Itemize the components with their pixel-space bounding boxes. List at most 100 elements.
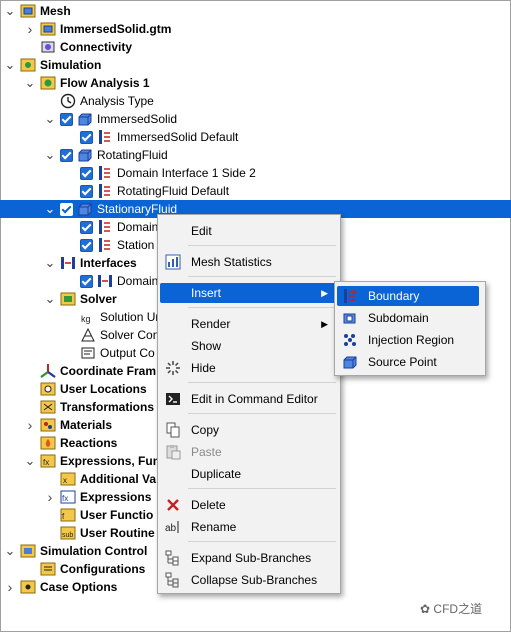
menu-item-edit-in-command-editor[interactable]: Edit in Command Editor — [160, 389, 338, 409]
collapse-arrow-icon[interactable]: ⌄ — [4, 3, 16, 18]
tree-item[interactable]: ⌄StationaryFluid — [0, 200, 511, 218]
visibility-checkbox[interactable] — [60, 149, 73, 162]
tree-item[interactable]: Analysis Type — [0, 92, 511, 110]
tree-item[interactable]: Coordinate Fram — [0, 362, 511, 380]
tree-item[interactable]: ⌄ ImmersedSolid — [0, 110, 511, 128]
visibility-checkbox[interactable] — [80, 221, 93, 234]
tree-item[interactable]: ⌄Mesh — [0, 2, 511, 20]
user-locations-icon — [40, 381, 56, 397]
collapse-arrow-icon[interactable]: ⌄ — [44, 147, 56, 162]
tree-item[interactable]: Domain Interface 1 Side 2 — [0, 164, 511, 182]
rename-icon: ab — [165, 519, 181, 535]
menu-item-edit[interactable]: Edit — [191, 224, 212, 238]
svg-text:x: x — [63, 476, 67, 485]
menu-item-show[interactable]: Show — [191, 339, 222, 353]
svg-text:kg: kg — [81, 314, 91, 324]
visibility-checkbox[interactable] — [60, 203, 73, 216]
submenu-item-subdomain[interactable]: Subdomain — [337, 308, 479, 328]
visibility-checkbox[interactable] — [80, 185, 93, 198]
menu-item-delete[interactable]: Delete — [160, 495, 338, 515]
solver-control-icon — [80, 327, 96, 343]
menu-separator — [188, 488, 336, 489]
insert-submenu: Boundary Subdomain Injection Region Sour… — [334, 281, 486, 376]
tree-item-label: Flow Analysis 1 — [60, 76, 150, 90]
visibility-checkbox[interactable] — [80, 239, 93, 252]
menu-item-hide[interactable]: Hide — [160, 358, 338, 378]
visibility-checkbox[interactable] — [80, 167, 93, 180]
tree-item[interactable]: ⌄Solver — [0, 290, 511, 308]
configurations-icon — [40, 561, 56, 577]
tree-item-label: Simulation Control — [40, 544, 148, 558]
collapse-arrow-icon[interactable]: ⌄ — [4, 543, 16, 558]
boundary-icon — [97, 219, 113, 235]
expand-arrow-icon[interactable]: › — [47, 489, 53, 505]
tree-item[interactable]: ⌄ Flow Analysis 1 — [0, 74, 511, 92]
tree-item[interactable]: ⌄ Simulation Control — [0, 542, 511, 560]
delete-icon — [165, 497, 181, 513]
collapse-arrow-icon[interactable]: ⌄ — [24, 453, 36, 468]
submenu-item-injection-region[interactable]: Injection Region — [337, 330, 479, 350]
collapse-arrow-icon[interactable]: ⌄ — [44, 111, 56, 126]
tree-item[interactable]: ⌄ RotatingFluid — [0, 146, 511, 164]
tree-item[interactable]: ImmersedSolid Default — [0, 128, 511, 146]
menu-item-render[interactable]: Render ▶ — [160, 314, 338, 334]
collapse-arrow-icon[interactable]: ⌄ — [24, 75, 36, 90]
visibility-checkbox[interactable] — [60, 113, 73, 126]
tree-item[interactable]: › ImmersedSolid.gtm — [0, 20, 511, 38]
expand-arrow-icon[interactable]: › — [27, 417, 33, 433]
tree-item[interactable]: RotatingFluid Default — [0, 182, 511, 200]
submenu-item-source-point[interactable]: Source Point — [337, 352, 479, 372]
tree-item[interactable]: ›Case Options — [0, 578, 511, 596]
menu-item-collapse-sub-branches[interactable]: Collapse Sub-Branches — [160, 570, 338, 590]
tree-item[interactable]: ⌄Interfaces — [0, 254, 511, 272]
tree-item[interactable]: Solver Con — [0, 326, 511, 344]
materials-icon — [40, 417, 56, 433]
tree-item-label: ImmersedSolid — [97, 112, 178, 126]
tree-item[interactable]: Domain — [0, 272, 511, 290]
menu-item-paste[interactable]: Paste — [160, 442, 338, 462]
tree-item[interactable]: ⌄Simulation — [0, 56, 511, 74]
menu-item-expand-sub-branches[interactable]: Expand Sub-Branches — [160, 548, 338, 568]
boundary-icon — [97, 237, 113, 253]
tree-item-label: Domain Interface 1 Side 2 — [117, 166, 256, 180]
menu-item-mesh-statistics[interactable]: Mesh Statistics — [160, 252, 338, 272]
tree-item-label: RotatingFluid — [97, 148, 168, 162]
expand-arrow-icon[interactable]: › — [7, 579, 13, 595]
tree-item[interactable]: Configurations — [0, 560, 511, 578]
visibility-checkbox[interactable] — [80, 275, 93, 288]
menu-item-rename[interactable]: ab Rename — [165, 519, 237, 535]
menu-item-insert[interactable]: Insert ▶ — [160, 283, 338, 303]
tree-item[interactable]: Station — [0, 236, 511, 254]
tree-item[interactable]: Output Co — [0, 344, 511, 362]
collapse-arrow-icon[interactable]: ⌄ — [44, 201, 56, 216]
tree-item[interactable]: ›Materials — [0, 416, 511, 434]
tree-item[interactable]: User Locations — [0, 380, 511, 398]
svg-text:fx: fx — [43, 458, 49, 467]
context-menu: Edit Mesh Statistics Insert ▶ Render ▶ S… — [157, 214, 341, 594]
tree-item-label: ImmersedSolid.gtm — [60, 22, 172, 36]
menu-item-duplicate[interactable]: Duplicate — [191, 467, 242, 481]
svg-text:f: f — [62, 512, 65, 521]
menu-item-copy[interactable]: Copy — [160, 420, 338, 440]
tree-item[interactable]: Connectivity — [0, 38, 511, 56]
visibility-checkbox[interactable] — [80, 131, 93, 144]
collapse-arrow-icon[interactable]: ⌄ — [4, 57, 16, 72]
coordinate-frame-icon — [40, 363, 56, 379]
tree-item[interactable]: Reactions — [0, 434, 511, 452]
collapse-arrow-icon[interactable]: ⌄ — [44, 255, 56, 270]
tree-item[interactable]: Transformations — [0, 398, 511, 416]
boundary-icon — [97, 165, 113, 181]
tree-item[interactable]: Domain — [0, 218, 511, 236]
submenu-item-boundary[interactable]: Boundary — [337, 286, 479, 306]
expand-arrow-icon[interactable]: › — [27, 21, 33, 37]
collapse-arrow-icon[interactable]: ⌄ — [44, 291, 56, 306]
mesh-icon — [20, 3, 36, 19]
domain-icon — [77, 111, 93, 127]
tree-item-label: Output Co — [100, 346, 155, 360]
